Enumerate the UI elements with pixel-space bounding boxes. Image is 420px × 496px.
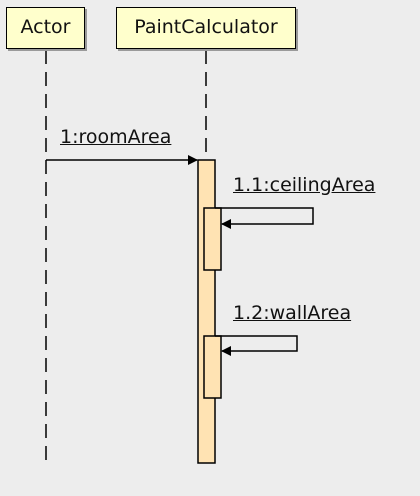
- lifeline-header-paintcalculator[interactable]: PaintCalculator: [116, 7, 296, 49]
- message-label-ceilingarea[interactable]: 1.1:ceilingArea: [233, 174, 376, 196]
- message-label-roomarea[interactable]: 1:roomArea: [60, 126, 172, 148]
- activation-bar-main: [197, 159, 216, 464]
- lifeline-header-actor[interactable]: Actor: [6, 7, 85, 49]
- activation-bar-wallarea: [203, 335, 222, 399]
- activation-bar-ceilingarea: [203, 207, 222, 271]
- message-label-wallarea[interactable]: 1.2:wallArea: [233, 302, 352, 324]
- message-arrow-ceilingarea: [215, 207, 314, 229]
- message-arrow-wallarea: [215, 335, 298, 356]
